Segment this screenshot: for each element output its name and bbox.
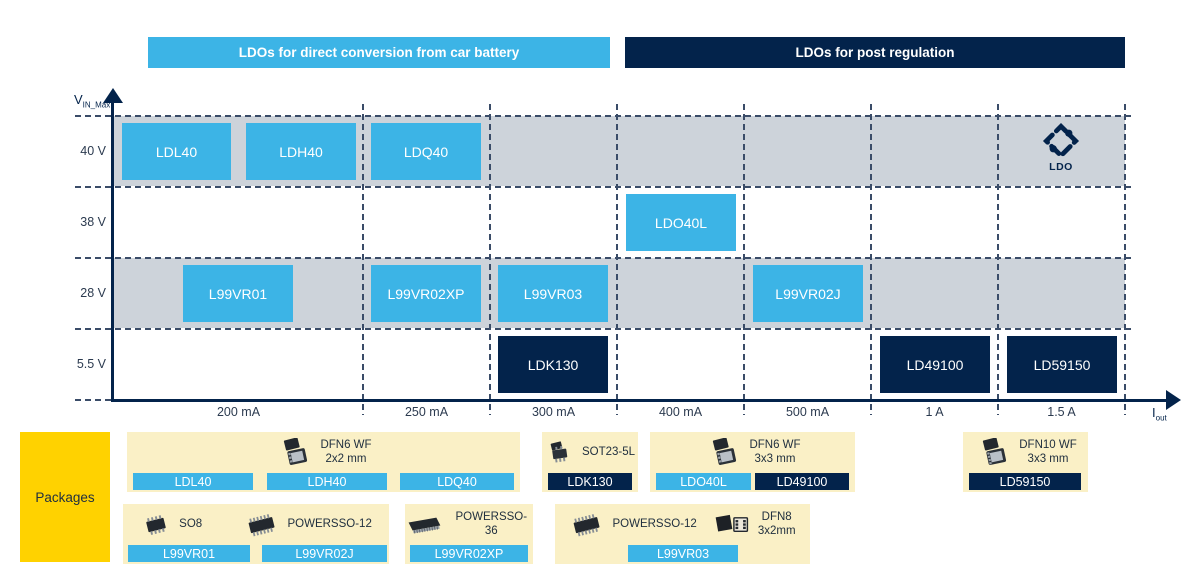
part-label-l99vr02j[interactable]: L99VR02J (262, 545, 387, 562)
header-direct-conversion: LDOs for direct conversion from car batt… (148, 37, 610, 68)
powersso36-package-icon (408, 517, 441, 534)
part-label-ldl40[interactable]: LDL40 (133, 473, 253, 490)
x-tick-300ma: 300 mA (531, 405, 576, 419)
grid-hline (75, 257, 1133, 259)
product-box-l99vr02xp[interactable]: L99VR02XP (371, 265, 481, 322)
package-size: 2x2 mm (325, 453, 367, 465)
package-name: POWERSSO-12 (287, 518, 372, 531)
package-name: DFN8 (761, 511, 792, 524)
part-label-ld49100[interactable]: LD49100 (755, 473, 849, 490)
so8-package-icon (146, 515, 166, 535)
dfn8-package-icon (715, 514, 748, 533)
product-box-ldo40l[interactable]: LDO40L (626, 194, 736, 251)
product-box-ldl40[interactable]: LDL40 (122, 123, 231, 180)
product-box-l99vr01[interactable]: L99VR01 (183, 265, 293, 322)
grid-hline (75, 328, 1133, 330)
grid-vline (362, 104, 364, 415)
ldo-badge-label: LDO (1049, 161, 1073, 173)
grid-vline (870, 104, 872, 415)
x-axis-line (111, 399, 1169, 402)
y-tick-38v: 38 V (80, 215, 106, 229)
part-label-ld59150[interactable]: LD59150 (969, 473, 1081, 490)
package-name: DFN6 WF (320, 439, 372, 452)
product-box-ld49100[interactable]: LD49100 (880, 336, 990, 393)
y-tick-5v5: 5.5 V (76, 357, 106, 371)
grid-hline (75, 115, 1133, 117)
part-label-l99vr03[interactable]: L99VR03 (628, 545, 738, 562)
product-box-ldh40[interactable]: LDH40 (246, 123, 356, 180)
x-axis-title: Iout (1152, 405, 1167, 423)
part-label-ldk130[interactable]: LDK130 (548, 473, 632, 490)
part-label-ldo40l[interactable]: LDO40L (656, 473, 751, 490)
y-tick-28v: 28 V (80, 286, 106, 300)
package-name: SOT23-5L (581, 446, 636, 459)
package-name: SO8 (179, 518, 203, 531)
package-name: POWERSSO-36 (455, 511, 528, 537)
y-axis-title: VIN_Max (74, 92, 111, 110)
part-label-ldh40[interactable]: LDH40 (267, 473, 387, 490)
part-label-l99vr01[interactable]: L99VR01 (128, 545, 250, 562)
package-name: POWERSSO-12 (612, 518, 697, 531)
package-name: DFN6 WF (749, 439, 801, 452)
product-box-l99vr02j[interactable]: L99VR02J (753, 265, 863, 322)
powersso12-package-icon (249, 514, 275, 537)
header-post-regulation: LDOs for post regulation (625, 37, 1125, 68)
product-box-l99vr03[interactable]: L99VR03 (498, 265, 608, 322)
product-box-ldq40[interactable]: LDQ40 (371, 123, 481, 180)
grid-vline (743, 104, 745, 415)
x-tick-500ma: 500 mA (785, 405, 830, 419)
dfn6-wf-package-icon (284, 438, 308, 465)
package-name: DFN10 WF (1019, 439, 1077, 452)
product-box-ldk130[interactable]: LDK130 (498, 336, 608, 393)
grid-vline (997, 104, 999, 415)
x-tick-250ma: 250 mA (404, 405, 449, 419)
part-label-ldq40[interactable]: LDQ40 (400, 473, 514, 490)
product-box-ld59150[interactable]: LD59150 (1007, 336, 1117, 393)
y-axis-arrowhead-icon (103, 88, 123, 103)
dfn10-wf-package-icon (983, 438, 1007, 465)
sot23-5l-package-icon (550, 441, 568, 463)
part-label-l99vr02xp[interactable]: L99VR02XP (410, 545, 528, 562)
package-size: 3x2mm (757, 525, 796, 537)
grid-vline (489, 104, 491, 415)
dfn6-wf-3x3-package-icon (713, 438, 737, 465)
x-axis-arrowhead-icon (1166, 390, 1181, 410)
package-size: 3x3 mm (1027, 453, 1069, 465)
package-size: 3x3 mm (754, 453, 796, 465)
y-axis-line (111, 99, 114, 402)
packages-title: Packages (35, 489, 95, 505)
ldo-family-badge: LDO (1033, 122, 1089, 184)
x-tick-1a5: 1.5 A (1047, 405, 1076, 419)
powersso12-package-icon (574, 514, 600, 537)
x-tick-200ma: 200 mA (216, 405, 261, 419)
grid-vline (1124, 104, 1126, 415)
grid-vline (616, 104, 618, 415)
ldo-family-icon (1042, 122, 1080, 160)
packages-title-box: Packages (20, 432, 110, 562)
y-tick-40v: 40 V (80, 144, 106, 158)
x-tick-1a: 1 A (925, 405, 944, 419)
x-tick-400ma: 400 mA (658, 405, 703, 419)
grid-hline (75, 186, 1133, 188)
